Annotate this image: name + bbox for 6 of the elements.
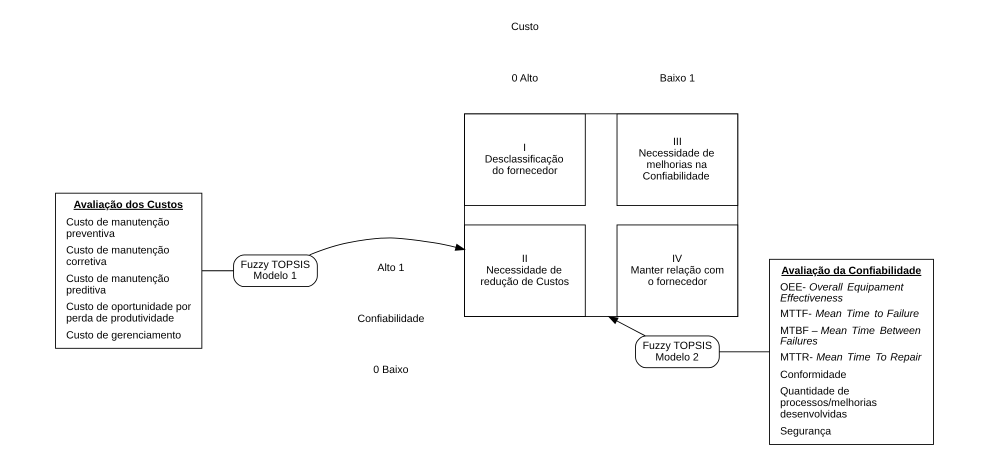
label: 0 Baixo [373, 364, 409, 376]
label: 0 Alto [512, 72, 538, 84]
label: Confiabilidade [357, 312, 424, 325]
label: Custo [511, 21, 539, 34]
label: Baixo 1 [660, 72, 696, 84]
label: Alto 1 [377, 262, 404, 274]
